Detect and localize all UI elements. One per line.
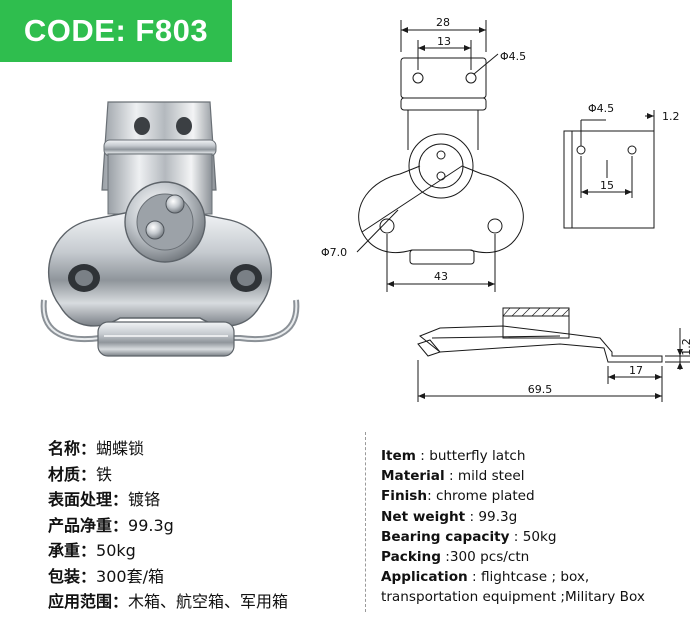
spec-separator: : [465,508,479,525]
side-view-drawing [417,307,690,402]
spec-value: flightcase ; box, [480,569,590,586]
spec-label: 产品净重 [48,515,113,535]
dim-plate-hole-dia: Φ4.5 [588,102,614,115]
spec-label: 应用范围 [48,592,113,611]
spec-value: 50kg [522,528,557,545]
spec-label: 承重 [48,541,81,560]
dim-front-hole-spacing: 13 [437,35,451,48]
spec-label: 材质 [48,464,81,484]
spec-separator: : [467,569,481,586]
spec-value: 50kg [96,541,136,560]
spec-separator: ： [112,592,129,611]
spec-label: 名称 [48,439,81,458]
dim-side-step-length: 17 [629,364,643,377]
product-photo [40,101,300,357]
spec-label: Application [381,569,468,586]
spec-separator: : [440,549,450,566]
dim-front-hole-dia: Φ4.5 [500,50,526,63]
spec-row-en: Packing :300 pcs/ctn [381,547,697,567]
dim-plate-hole-spacing: 15 [600,179,614,192]
plate-view-drawing [563,110,655,229]
dim-side-thickness: 1.2 [680,338,693,356]
spec-label: Finish [381,488,428,505]
dim-plate-thickness: 1.2 [662,110,680,123]
spec-row-cn: 应用范围：木箱、航空箱、军用箱 [48,589,363,615]
spec-label: Item [381,448,416,464]
spec-value: 蝴蝶锁 [96,439,145,458]
dim-front-large-hole-dia: Φ7.0 [321,246,347,259]
spec-row-cn: 承重：50kg [48,538,363,564]
spec-separator: : [509,528,523,545]
spec-row-en: Application : flightcase ; box, [381,567,697,587]
spec-separator: ： [80,566,97,586]
spec-value: 铁 [96,464,113,484]
dim-side-total-length: 69.5 [528,383,553,396]
spec-separator: ： [80,439,97,458]
spec-separator: ： [80,464,97,484]
spec-row-en: Material : mild steel [381,466,697,486]
spec-value: 300 pcs/ctn [449,549,530,566]
spec-separator: : [415,448,430,464]
spec-row-cn: 名称：蝴蝶锁 [48,436,363,462]
dim-front-bottom-spacing: 43 [434,270,448,283]
spec-row-cn: 材质：铁 [48,462,363,488]
spec-value: mild steel [457,468,525,485]
spec-value: 99.3g [128,515,174,535]
spec-row-en: Net weight : 99.3g [381,507,697,527]
spec-list-chinese: 名称：蝴蝶锁 材质：铁 表面处理：镀铬 产品净重：99.3g 承重：50kg 包… [48,436,363,615]
spec-row-en: Finish: chrome plated [381,486,697,506]
spec-value: chrome plated [435,488,535,505]
spec-row-cn: 产品净重：99.3g [48,513,363,539]
spec-value: 99.3g [478,508,518,525]
spec-list-english: Item : butterfly latch Material : mild s… [381,446,697,608]
front-view-drawing [356,20,524,292]
dim-front-top-width: 28 [436,16,450,29]
spec-separator: : [427,488,436,505]
spec-value: butterfly latch [429,448,526,464]
spec-separator: ： [80,541,97,560]
spec-separator: : [444,468,458,485]
spec-value: 木箱、航空箱、军用箱 [128,592,289,611]
spec-label: Bearing capacity [381,528,510,545]
spec-label: Packing [381,549,441,566]
spec-label: 表面处理 [48,490,113,509]
product-code-badge: CODE: F803 [0,0,232,62]
spec-row-cn: 包装：300套/箱 [48,564,363,590]
spec-label: 包装 [48,566,81,586]
spec-value: transportation equipment ;Military Box [381,589,645,606]
spec-row-en: transportation equipment ;Military Box [381,587,697,607]
spec-label: Material [381,468,445,485]
spec-row-en: Bearing capacity : 50kg [381,527,697,547]
spec-divider [365,432,366,612]
spec-separator: ： [112,515,129,535]
spec-value: 300套/箱 [96,566,164,586]
spec-label: Net weight [381,508,466,525]
spec-row-cn: 表面处理：镀铬 [48,487,363,513]
spec-value: 镀铬 [128,490,161,509]
spec-row-en: Item : butterfly latch [381,446,697,466]
spec-separator: ： [112,490,129,509]
